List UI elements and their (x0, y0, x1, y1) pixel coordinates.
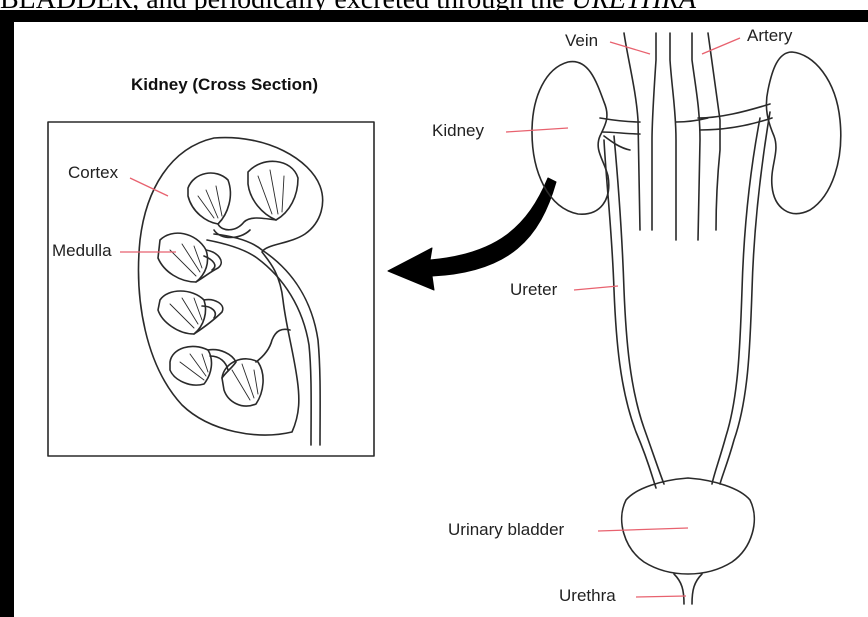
label-urethra: Urethra (559, 586, 616, 606)
artery-left-wall (670, 33, 676, 240)
label-vein: Vein (565, 31, 598, 51)
left-ureter-outer (604, 140, 656, 488)
right-ureter-inner (712, 118, 760, 484)
leader-vein (610, 42, 650, 54)
right-renal-vessels (676, 104, 772, 130)
leader-ureter (574, 286, 618, 290)
artery-right-wall (692, 33, 700, 240)
leader-kidney (506, 128, 568, 132)
label-artery: Artery (747, 26, 792, 46)
inset-title: Kidney (Cross Section) (131, 75, 318, 95)
pointer-arrow (388, 178, 556, 290)
label-ureter: Ureter (510, 280, 557, 300)
leader-urinary-bladder (598, 528, 688, 531)
label-urinary-bladder: Urinary bladder (448, 520, 564, 540)
urethra (674, 574, 702, 604)
label-medulla: Medulla (52, 241, 112, 261)
vein-left-wall (624, 33, 640, 230)
leader-urethra (636, 596, 686, 597)
right-kidney (766, 52, 840, 214)
label-cortex: Cortex (68, 163, 118, 183)
leader-artery (702, 38, 740, 54)
artery-inner-line (708, 33, 720, 230)
vein-right-wall (652, 33, 656, 230)
label-kidney: Kidney (432, 121, 484, 141)
urinary-bladder (622, 478, 755, 574)
